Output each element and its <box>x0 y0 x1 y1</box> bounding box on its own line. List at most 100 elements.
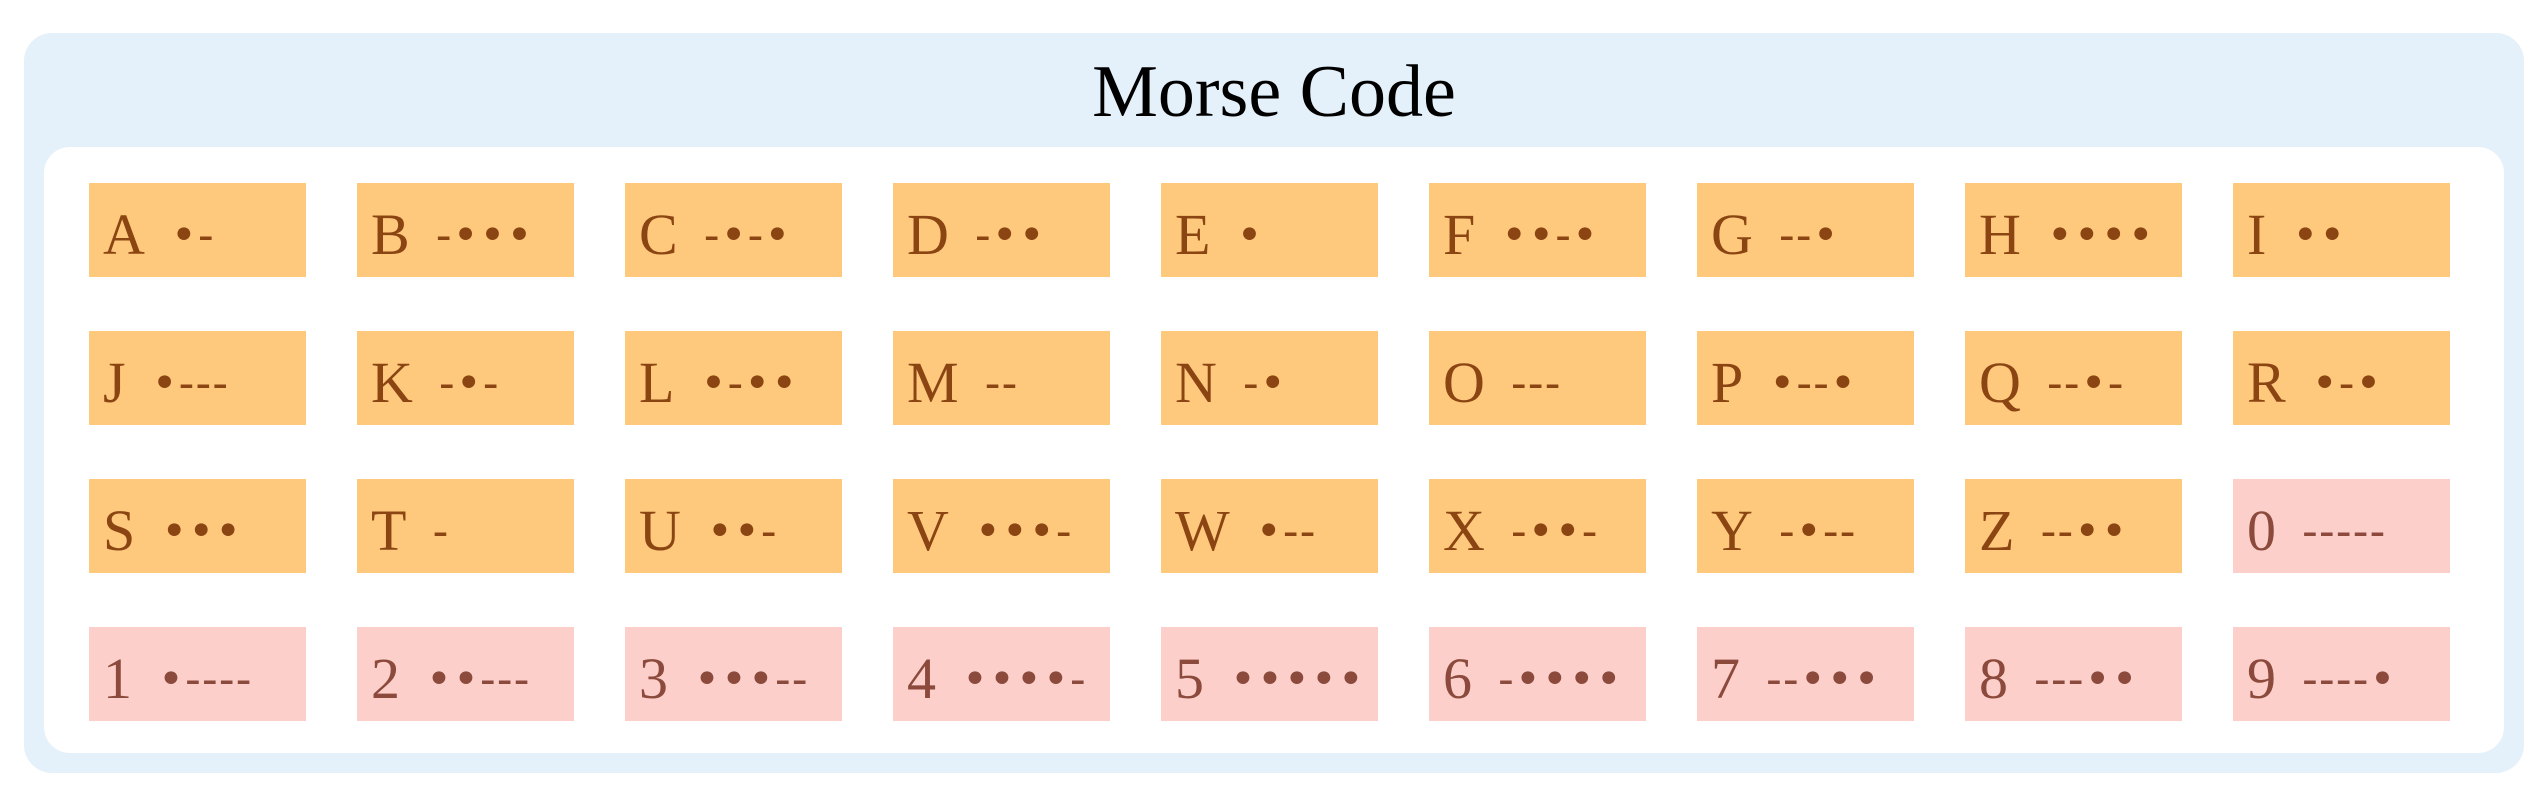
code-cell: A •- <box>89 183 306 277</box>
character-label: 7 <box>1711 646 1740 711</box>
morse-sequence: •-- <box>1255 506 1317 557</box>
morse-sequence: --• <box>1778 210 1840 261</box>
morse-sequence: •••-- <box>694 654 809 705</box>
code-cell: D -•• <box>893 183 1110 277</box>
code-cell: B-••• <box>357 183 574 277</box>
character-label: W <box>1175 498 1230 563</box>
code-cell: 7 --••• <box>1697 627 1914 721</box>
morse-sequence: ••••- <box>962 654 1087 705</box>
morse-sequence: -••- <box>1510 506 1599 557</box>
code-cell: R •-• <box>2233 331 2450 425</box>
code-table-panel: A•-B-•••C-•-•D-••E•F••-•G--•H••••I••J•--… <box>44 147 2504 753</box>
character-label: Q <box>1979 350 2021 415</box>
morse-sequence: •---- <box>158 654 253 705</box>
character-label: Z <box>1979 498 2015 563</box>
morse-sequence: ••••• <box>1230 654 1365 705</box>
character-label: 1 <box>103 646 132 711</box>
morse-sequence: -• <box>1242 358 1287 409</box>
morse-sequence: -•••• <box>1498 654 1623 705</box>
code-cell: P•--• <box>1697 331 1914 425</box>
character-label: R <box>2247 350 2286 415</box>
code-cell: 9 ----• <box>2233 627 2450 721</box>
character-label: 8 <box>1979 646 2008 711</box>
character-label: 4 <box>907 646 936 711</box>
morse-sequence: - <box>432 506 450 557</box>
code-cell: 8 ---•• <box>1965 627 2182 721</box>
code-cell: L •-•• <box>625 331 842 425</box>
character-label: X <box>1443 498 1485 563</box>
code-cell: M -- <box>893 331 1110 425</box>
code-cell: 4 ••••- <box>893 627 1110 721</box>
character-label: 6 <box>1443 646 1472 711</box>
code-cell: X -••- <box>1429 479 1646 573</box>
morse-sequence: •• <box>2292 210 2347 261</box>
code-cell: Y -•-- <box>1697 479 1914 573</box>
code-cell: N -• <box>1161 331 1378 425</box>
code-cell: H •••• <box>1965 183 2182 277</box>
character-label: K <box>371 350 413 415</box>
code-cell: U ••- <box>625 479 842 573</box>
character-label: M <box>907 350 959 415</box>
morse-sequence: -•-- <box>1778 506 1857 557</box>
morse-sequence: -•• <box>974 210 1046 261</box>
morse-sequence: •- <box>170 210 215 261</box>
morse-sequence: --- <box>1510 358 1562 409</box>
code-cell: K -•- <box>357 331 574 425</box>
character-label: I <box>2247 202 2267 267</box>
morse-sequence: -••• <box>435 210 534 261</box>
character-label: J <box>103 350 126 415</box>
morse-sequence: ----• <box>2302 654 2397 705</box>
morse-sequence: •--- <box>151 358 230 409</box>
code-cell: V•••- <box>893 479 1110 573</box>
code-cell: 1 •---- <box>89 627 306 721</box>
code-cell: 3 •••-- <box>625 627 842 721</box>
character-label: 9 <box>2247 646 2276 711</box>
character-label: A <box>103 202 145 267</box>
morse-sequence: --••• <box>1766 654 1881 705</box>
code-cell: T- <box>357 479 574 573</box>
morse-sequence: ••- <box>706 506 778 557</box>
character-label: 2 <box>371 646 400 711</box>
code-cell: W •-- <box>1161 479 1378 573</box>
code-cell: O--- <box>1429 331 1646 425</box>
code-grid: A•-B-•••C-•-•D-••E•F••-•G--•H••••I••J•--… <box>89 183 2450 721</box>
morse-sequence: •--• <box>1769 358 1857 409</box>
morse-sequence: •••- <box>974 506 1073 557</box>
character-label: H <box>1979 202 2021 267</box>
morse-sequence: -•- <box>438 358 500 409</box>
morse-sequence: -- <box>984 358 1019 409</box>
character-label: 3 <box>639 646 668 711</box>
character-label: D <box>907 202 949 267</box>
code-cell: Z --•• <box>1965 479 2182 573</box>
diagram-title: Morse Code <box>1092 51 1456 133</box>
character-label: E <box>1175 202 1211 267</box>
character-label: N <box>1175 350 1217 415</box>
character-label: Y <box>1711 498 1753 563</box>
morse-code-frame: Morse Code A•-B-•••C-•-•D-••E•F••-•G--•H… <box>24 33 2524 773</box>
morse-sequence: • <box>1236 210 1264 261</box>
character-label: C <box>639 202 678 267</box>
morse-sequence: •-• <box>2311 358 2383 409</box>
morse-sequence: ••-• <box>1501 210 1600 261</box>
code-cell: 2 ••--- <box>357 627 574 721</box>
character-label: 5 <box>1175 646 1204 711</box>
character-label: G <box>1711 202 1753 267</box>
morse-sequence: ••--- <box>426 654 531 705</box>
character-label: 0 <box>2247 498 2276 563</box>
morse-sequence: ---•• <box>2034 654 2139 705</box>
morse-sequence: -•-• <box>703 210 792 261</box>
code-cell: J •--- <box>89 331 306 425</box>
code-cell: S ••• <box>89 479 306 573</box>
morse-sequence: •••• <box>2046 210 2155 261</box>
character-label: T <box>371 498 407 563</box>
character-label: L <box>639 350 675 415</box>
morse-sequence: ••• <box>161 506 243 557</box>
morse-sequence: --•• <box>2040 506 2129 557</box>
code-cell: 5 ••••• <box>1161 627 1378 721</box>
code-cell: G --• <box>1697 183 1914 277</box>
character-label: F <box>1443 202 1476 267</box>
character-label: U <box>639 498 681 563</box>
morse-sequence: •-•• <box>700 358 799 409</box>
code-cell: E• <box>1161 183 1378 277</box>
character-label: S <box>103 498 136 563</box>
